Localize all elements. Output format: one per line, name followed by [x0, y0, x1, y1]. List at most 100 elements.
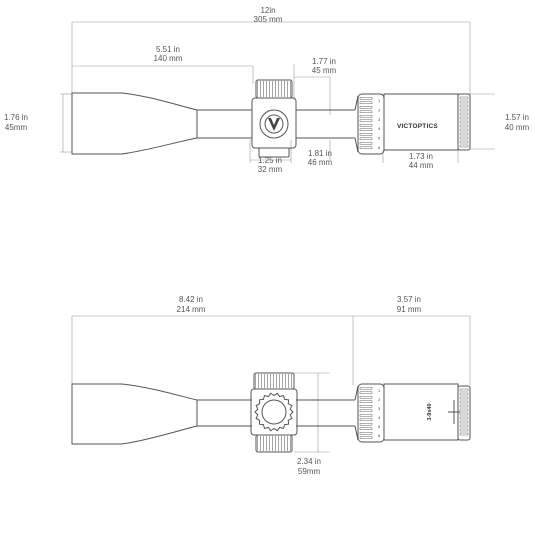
knurl-segment: [459, 428, 469, 432]
knurl-segment: [459, 136, 469, 140]
top-dimension-lines: [60, 21, 495, 163]
knurl-segment: [459, 432, 469, 436]
knurl-segment: [359, 436, 373, 439]
eyepiece-diameter-mm: 40 mm: [505, 123, 530, 132]
side-elevation-turret: [253, 372, 295, 390]
objective-diameter-in: 1.76 in: [4, 113, 28, 122]
knurl-segment: [359, 128, 373, 131]
knurl-segment: [459, 100, 469, 104]
top-eyepiece-body: [383, 93, 459, 151]
v-logo-icon: [268, 118, 280, 131]
turret-width-mm: 32 mm: [258, 165, 283, 174]
knurl-segment: [359, 418, 373, 421]
front-length-in: 8.42 in: [179, 295, 203, 304]
knurl-segment: [359, 146, 373, 149]
knurl-segment: [459, 120, 469, 124]
turret-height-in: 2.34 in: [297, 457, 321, 466]
knurl-segment: [459, 112, 469, 116]
ring-tick-label: 4: [378, 415, 381, 420]
side-focus-knurl: [459, 388, 469, 436]
knurl-segment: [459, 424, 469, 428]
side-objective-bell: [71, 383, 198, 445]
knurl-segment: [359, 391, 373, 394]
top-main-tube: [197, 109, 355, 139]
knurl-segment: [459, 400, 469, 404]
ring-tick-label: 2: [378, 397, 381, 402]
knurl-segment: [459, 116, 469, 120]
side-base-knurl: [257, 436, 291, 451]
top-turret-knurl: [257, 81, 291, 97]
side-main-tube: [197, 399, 355, 427]
ring-tick-label: 5: [378, 136, 381, 141]
knurl-segment: [359, 387, 373, 390]
knurl-segment: [459, 416, 469, 420]
knurl-segment: [459, 108, 469, 112]
brand-label: VICTOPTICS: [397, 123, 438, 130]
knurl-segment: [359, 124, 373, 127]
knurl-segment: [459, 408, 469, 412]
knurl-segment: [459, 124, 469, 128]
side-windage-inner: [261, 399, 287, 425]
top-turret-saddle: [251, 97, 297, 149]
knurl-segment: [359, 101, 373, 104]
side-focus-ring: [457, 385, 471, 441]
turret-span-mm: 45 mm: [312, 66, 337, 75]
ring-tick-label: 3: [378, 117, 381, 122]
knurl-segment: [459, 140, 469, 144]
ring-tick-label: 4: [378, 126, 381, 131]
ring-tick-label: 6: [378, 145, 381, 150]
knurl-segment: [359, 405, 373, 408]
side-dimension-lines: [71, 315, 471, 453]
knurl-segment: [359, 427, 373, 430]
top-ring-ticks: 1 2 3 4 5 6: [378, 98, 381, 150]
total-length-mm: 305 mm: [254, 15, 283, 24]
front-length-mm: 214 mm: [177, 305, 206, 314]
ring-tick-label: 1: [378, 388, 381, 393]
knurl-segment: [459, 412, 469, 416]
knurl-segment: [359, 115, 373, 118]
objective-length-in: 5.51 in: [156, 45, 180, 54]
ring-tick-label: 6: [378, 433, 381, 438]
ring-tick-label: 1: [378, 98, 381, 103]
top-elevation-turret: [255, 79, 293, 99]
knurl-segment: [459, 96, 469, 100]
top-focus-ring: [457, 93, 471, 151]
knurl-segment: [359, 142, 373, 145]
objective-diameter-mm: 45mm: [5, 123, 28, 132]
knurl-segment: [359, 106, 373, 109]
knurl-segment: [459, 388, 469, 392]
mount-length-in: 1.81 in: [308, 149, 332, 158]
knurl-segment: [459, 132, 469, 136]
ring-tick-label: 2: [378, 108, 381, 113]
objective-length-mm: 140 mm: [154, 54, 183, 63]
eyepiece-diameter-in: 1.57 in: [505, 113, 529, 122]
knurl-segment: [359, 137, 373, 140]
top-objective-bell: [71, 92, 198, 155]
ring-tick-label: 5: [378, 424, 381, 429]
turret-height-mm: 59mm: [298, 467, 321, 476]
knurl-segment: [359, 432, 373, 435]
turret-span-in: 1.77 in: [312, 57, 336, 66]
top-focus-knurl: [459, 96, 469, 148]
top-mag-knurl: [359, 97, 373, 149]
knurl-segment: [459, 104, 469, 108]
eyepiece-length-in: 1.73 in: [409, 152, 433, 161]
side-mag-knurl: [359, 387, 373, 439]
knurl-segment: [459, 404, 469, 408]
model-label: 3-9x40: [427, 403, 433, 420]
side-ring-ticks: 1 2 3 4 5 6: [378, 388, 381, 438]
knurl-segment: [359, 396, 373, 399]
ring-tick-label: 3: [378, 406, 381, 411]
rear-length-in: 3.57 in: [397, 295, 421, 304]
eyepiece-length-mm: 44 mm: [409, 161, 434, 170]
knurl-segment: [359, 110, 373, 113]
side-eyepiece-body: [383, 383, 459, 441]
knurl-segment: [359, 409, 373, 412]
knurl-segment: [359, 400, 373, 403]
knurl-segment: [459, 392, 469, 396]
knurl-segment: [359, 133, 373, 136]
knurl-segment: [359, 414, 373, 417]
